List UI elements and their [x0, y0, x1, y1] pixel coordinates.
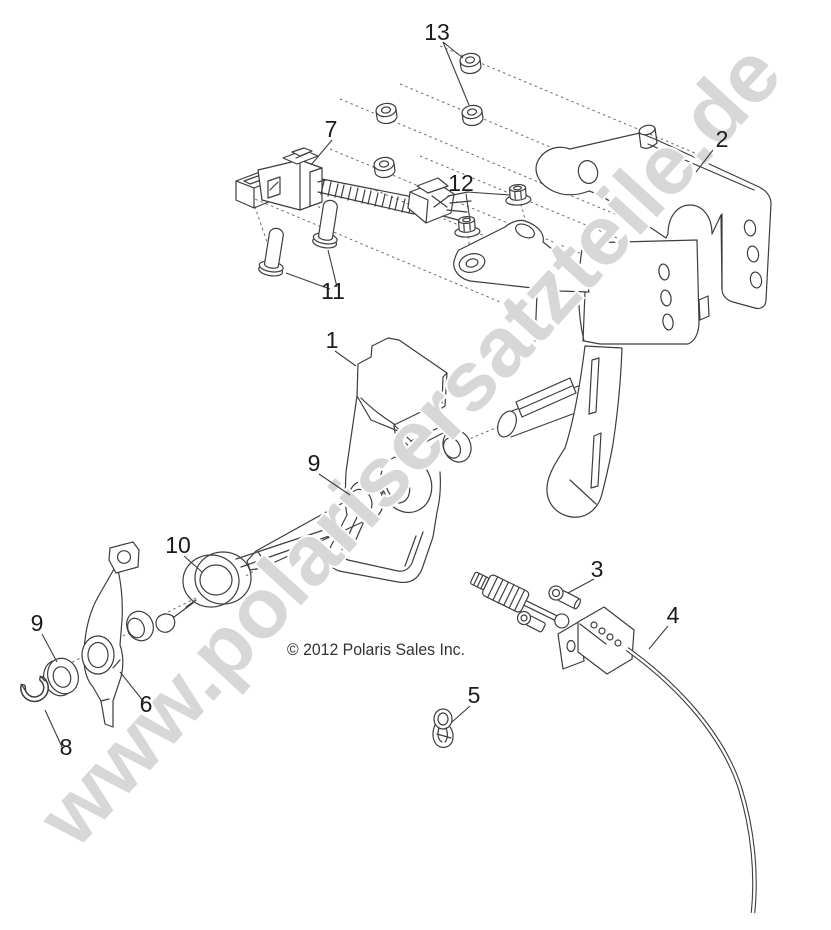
pivot-cap-bushing [442, 429, 472, 463]
callout-7: 7 [325, 116, 338, 142]
part-5-clip [432, 708, 454, 748]
callout-9-lower: 9 [31, 610, 44, 636]
callout-4: 4 [667, 602, 680, 628]
part-6-lever-arm [81, 541, 140, 728]
callout-6: 6 [140, 691, 153, 717]
spacer-left-lower [372, 155, 397, 180]
part-11-bolt-left [257, 226, 290, 279]
copyright-text: © 2012 Polaris Sales Inc. [287, 640, 465, 659]
callout-12: 12 [448, 170, 474, 196]
part-9-bushing-mid [126, 610, 154, 642]
callout-13: 13 [424, 19, 450, 45]
part-1-pedal [246, 337, 448, 584]
callout-9-upper: 9 [308, 450, 321, 476]
part-9-bushing-upper [348, 480, 384, 520]
part-3-pin [548, 585, 582, 610]
part-2-mounting-bracket [453, 124, 772, 518]
switch-connector [407, 177, 472, 224]
part-11-bolt-right [311, 198, 344, 251]
callout-8: 8 [60, 734, 73, 760]
spacer-left-upper [374, 101, 399, 126]
callout-1: 1 [326, 327, 339, 353]
part-12-nut-left [453, 215, 481, 239]
watermark: www.polarisersatzteile.de [19, 26, 798, 864]
callout-leader-lines [41, 41, 714, 748]
throttle-spring [317, 178, 429, 215]
part-13-spacer-top [458, 51, 483, 76]
part-4-cable-bracket [557, 606, 757, 914]
callout-11: 11 [321, 278, 345, 304]
callout-2: 2 [716, 126, 729, 152]
part-3-cable-adjuster [470, 571, 582, 633]
callout-5: 5 [468, 682, 481, 708]
part-7-switch-assembly [235, 147, 327, 211]
part-8-e-clip [20, 675, 49, 703]
lower-pin [516, 610, 546, 633]
callout-10: 10 [165, 532, 191, 558]
callout-3: 3 [591, 556, 604, 582]
part-10-torsion-spring [155, 526, 336, 633]
throttle-cable [625, 647, 757, 914]
part-13-spacer-bottom [460, 103, 485, 128]
